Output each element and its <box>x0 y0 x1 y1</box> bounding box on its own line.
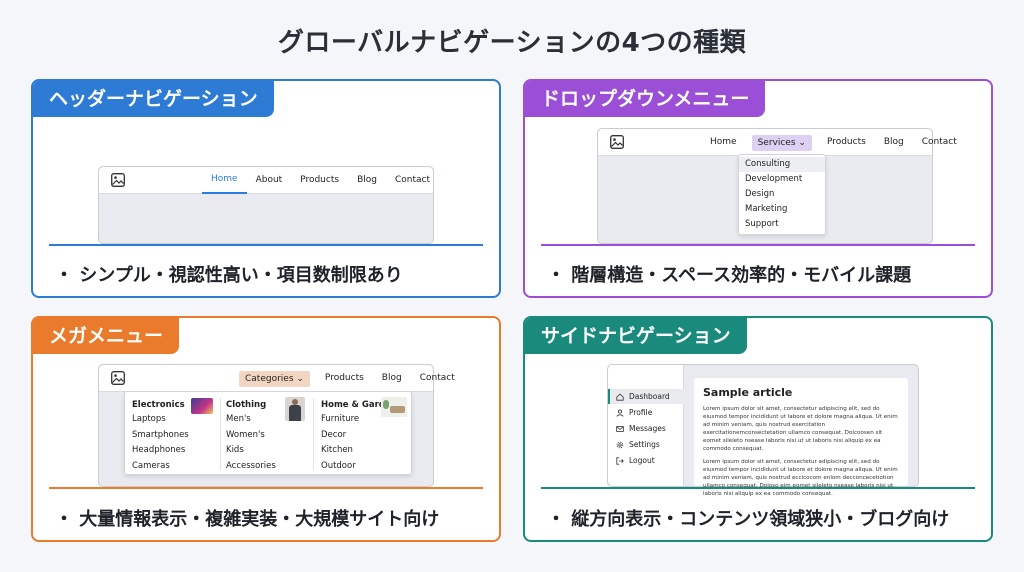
mega-column-clothing: Clothing Men's Women's Kids Accessories <box>226 398 276 474</box>
dropdown-item-marketing[interactable]: Marketing <box>745 204 788 214</box>
nav-item-blog[interactable]: Blog <box>883 137 904 147</box>
column-divider <box>220 398 221 470</box>
card-dropdown-menu: ドロップダウンメニュー Home Services ⌄ Products Blo… <box>523 79 993 298</box>
card-caption: ・ 階層構造・スペース効率的・モバイル課題 <box>547 265 912 286</box>
card-header-navigation: ヘッダーナビゲーション Home About Products Blog Con… <box>31 79 501 298</box>
page-title: グローバルナビゲーションの4つの種類 <box>277 28 747 58</box>
nav-item-home[interactable]: Home <box>710 137 737 147</box>
header-bar: Home About Products Blog Contact <box>99 167 433 194</box>
mega-item[interactable]: Smartphones <box>132 429 189 440</box>
header-nav: Categories ⌄ Products Blog Contact <box>233 365 464 392</box>
mega-column-home-garden: Home & Garden Furniture Decor Kitchen Ou… <box>321 398 397 474</box>
mega-item[interactable]: Kitchen <box>321 445 353 455</box>
side-item-label: Settings <box>629 440 660 449</box>
side-item-profile[interactable]: Profile <box>608 405 684 420</box>
mail-icon <box>616 425 624 432</box>
article-paragraph: Lorem ipsum dolor sit amet, consectetur … <box>703 459 898 497</box>
side-item-label: Messages <box>629 424 666 433</box>
mega-column-heading[interactable]: Home & Garden <box>321 400 397 410</box>
dropdown-item-support[interactable]: Support <box>745 219 779 229</box>
logout-icon <box>616 456 624 465</box>
article-content: Sample article Lorem ipsum dolor sit ame… <box>694 378 908 497</box>
mega-item[interactable]: Accessories <box>226 460 276 471</box>
card-label: ドロップダウンメニュー <box>525 81 766 117</box>
card-caption: ・ 大量情報表示・複雑実装・大規模サイト向け <box>55 509 440 530</box>
mega-item[interactable]: Men's <box>226 414 251 424</box>
card-caption: ・ 縦方向表示・コンテンツ領域狭小・ブログ向け <box>547 509 950 530</box>
mega-menu-panel: Electronics Laptops Smartphones Headphon… <box>124 391 412 475</box>
card-label: ヘッダーナビゲーション <box>33 81 274 117</box>
dropdown-item-development[interactable]: Development <box>745 174 803 184</box>
card-divider <box>541 487 975 489</box>
mega-column-electronics: Electronics Laptops Smartphones Headphon… <box>132 398 189 474</box>
header-bar: Home Services ⌄ Products Blog Contact <box>598 129 957 156</box>
side-item-label: Logout <box>629 456 655 465</box>
clothing-thumbnail <box>285 397 305 421</box>
image-icon <box>111 371 125 385</box>
mega-item[interactable]: Laptops <box>132 414 166 424</box>
nav-item-blog[interactable]: Blog <box>357 175 377 185</box>
card-side-navigation: サイドナビゲーション Dashboard Profile Messages Se… <box>523 316 993 542</box>
nav-item-contact[interactable]: Contact <box>394 175 430 185</box>
browser-mockup: Home Services ⌄ Products Blog Contact Co… <box>597 128 957 244</box>
laptop-thumbnail <box>191 398 213 414</box>
browser-mockup: Dashboard Profile Messages Settings Logo… <box>607 364 919 497</box>
dropdown-item-design[interactable]: Design <box>745 189 775 199</box>
side-item-logout[interactable]: Logout <box>608 453 684 468</box>
mega-item[interactable]: Kids <box>226 445 244 455</box>
services-dropdown: Consulting Development Design Marketing … <box>738 154 826 235</box>
nav-item-contact[interactable]: Contact <box>921 137 957 147</box>
nav-item-blog[interactable]: Blog <box>381 373 402 383</box>
image-icon <box>610 135 624 149</box>
nav-item-categories[interactable]: Categories ⌄ <box>239 370 310 387</box>
side-item-label: Profile <box>629 408 653 417</box>
article-paragraph: Lorem ipsum dolor sit amet, consectetur … <box>703 406 898 452</box>
home-icon <box>616 393 624 401</box>
header-bar: Categories ⌄ Products Blog Contact <box>99 365 455 392</box>
mega-item[interactable]: Furniture <box>321 414 360 424</box>
side-item-messages[interactable]: Messages <box>608 421 684 436</box>
user-icon <box>616 409 624 417</box>
nav-item-home[interactable]: Home <box>202 167 247 194</box>
dropdown-item-consulting[interactable]: Consulting <box>739 157 825 172</box>
side-item-label: Dashboard <box>629 392 670 401</box>
mega-item[interactable]: Headphones <box>132 445 186 455</box>
card-label: サイドナビゲーション <box>525 318 747 354</box>
mega-item[interactable]: Cameras <box>132 460 170 471</box>
nav-item-contact[interactable]: Contact <box>419 373 455 383</box>
nav-item-about[interactable]: About <box>255 175 283 185</box>
side-item-settings[interactable]: Settings <box>608 437 684 452</box>
nav-item-products[interactable]: Products <box>826 137 866 147</box>
card-divider <box>541 244 975 246</box>
card-caption: ・ シンプル・視認性高い・項目数制限あり <box>55 265 403 286</box>
nav-item-services[interactable]: Services ⌄ <box>751 134 812 151</box>
home-thumbnail <box>381 397 407 417</box>
header-nav: Home Services ⌄ Products Blog Contact <box>701 129 966 156</box>
card-label: メガメニュー <box>33 318 180 354</box>
card-divider <box>49 487 483 489</box>
mega-column-heading[interactable]: Clothing <box>226 400 267 410</box>
mega-column-heading[interactable]: Electronics <box>132 400 185 410</box>
nav-item-products[interactable]: Products <box>300 175 340 185</box>
mega-item[interactable]: Women's <box>226 429 265 440</box>
image-icon <box>111 173 125 187</box>
card-mega-menu: メガメニュー Categories ⌄ Products Blog Contac… <box>31 316 501 542</box>
side-nav: Dashboard Profile Messages Settings Logo… <box>608 365 684 486</box>
mega-item[interactable]: Outdoor <box>321 460 356 471</box>
side-item-dashboard[interactable]: Dashboard <box>608 389 684 404</box>
article-title: Sample article <box>703 386 793 399</box>
gear-icon <box>616 441 624 448</box>
browser-mockup: Home About Products Blog Contact <box>98 166 434 244</box>
card-divider <box>49 244 483 246</box>
header-nav: Home About Products Blog Contact <box>202 167 439 194</box>
nav-item-products[interactable]: Products <box>324 373 364 383</box>
column-divider <box>313 398 314 470</box>
browser-mockup: Categories ⌄ Products Blog Contact Elect… <box>98 364 455 487</box>
mega-item[interactable]: Decor <box>321 429 347 440</box>
